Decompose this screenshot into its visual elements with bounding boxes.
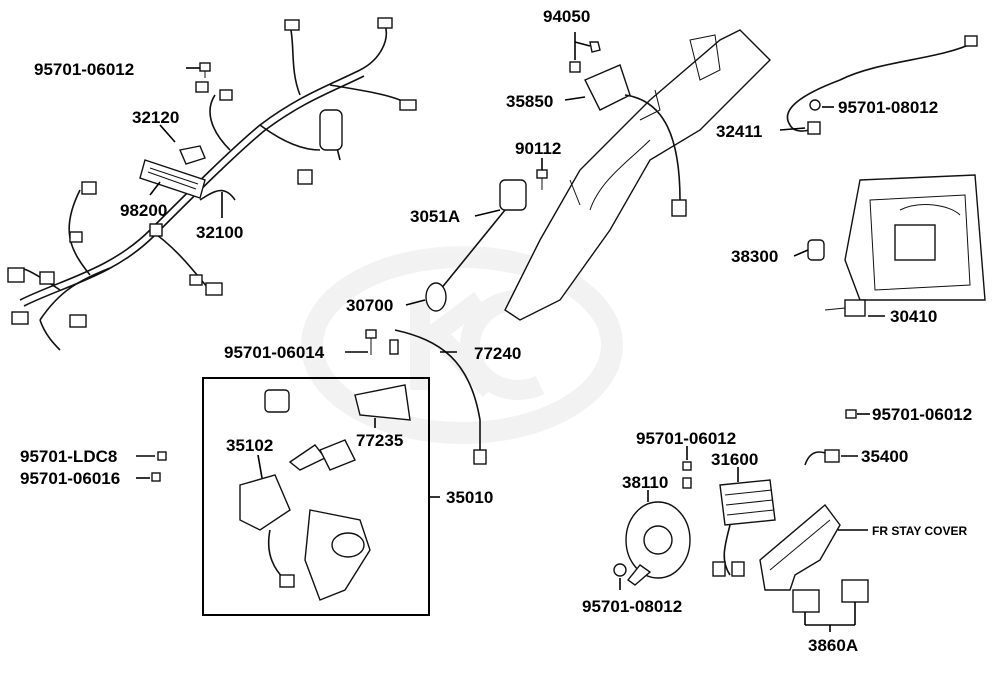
label-95701-06012-mid: 95701-06012 xyxy=(636,429,736,448)
label-38110: 38110 xyxy=(622,473,668,492)
label-30700: 30700 xyxy=(346,296,393,315)
label-32100: 32100 xyxy=(196,223,243,242)
label-90112: 90112 xyxy=(515,139,561,158)
part-95701-08012-bolt-bottom xyxy=(613,563,627,577)
label-30410: 30410 xyxy=(890,307,937,326)
label-35010: 35010 xyxy=(446,488,493,507)
part-95701-06012-bolt-mid xyxy=(682,461,692,489)
label-31600: 31600 xyxy=(711,450,758,469)
part-38110-horn xyxy=(625,501,691,586)
part-90112-bolt xyxy=(536,169,548,190)
part-bolt-top xyxy=(199,62,211,78)
part-3860a-relays xyxy=(792,579,869,613)
label-35102: 35102 xyxy=(226,436,273,455)
part-95701-06014-bolt xyxy=(365,329,399,355)
label-35400: 35400 xyxy=(861,447,908,466)
part-32411-wire xyxy=(786,35,978,135)
label-77235: 77235 xyxy=(356,431,403,450)
part-98200-cable-strip xyxy=(139,159,206,199)
lock-set-box xyxy=(202,377,430,616)
label-32120: 32120 xyxy=(132,108,179,127)
leader-lines xyxy=(136,32,885,632)
part-94050-nut xyxy=(569,41,601,73)
label-3860a: 3860A xyxy=(808,636,858,655)
label-77240: 77240 xyxy=(474,344,521,363)
label-95701-08012-right: 95701-08012 xyxy=(838,98,938,117)
part-31600-regulator xyxy=(712,479,776,577)
label-95701-06014: 95701-06014 xyxy=(224,343,325,362)
label-fr-stay-cover: FR STAY COVER xyxy=(872,524,967,538)
label-95701-ldc8: 95701-LDC8 xyxy=(20,447,117,466)
label-94050: 94050 xyxy=(543,7,590,26)
part-30410-relay xyxy=(824,299,866,317)
part-38300 xyxy=(807,239,825,261)
label-32411: 32411 xyxy=(716,122,762,141)
label-38300: 38300 xyxy=(731,247,778,266)
label-95701-06016: 95701-06016 xyxy=(20,469,120,488)
label-98200: 98200 xyxy=(120,201,167,220)
label-95701-06012-right: 95701-06012 xyxy=(872,405,972,424)
label-95701-06012-top: 95701-06012 xyxy=(34,60,134,79)
part-3051a-sensor xyxy=(439,179,527,291)
label-95701-08012-bottom: 95701-08012 xyxy=(582,597,682,616)
frame-tube xyxy=(504,29,771,321)
fr-stay-cover-bracket xyxy=(759,503,841,591)
part-95701-06012-bolt-right xyxy=(845,409,857,419)
label-3051a: 3051A xyxy=(410,207,460,226)
part-35850-switch xyxy=(584,64,687,217)
part-32120-relay-holder xyxy=(179,145,206,165)
part-bolts-left xyxy=(151,451,167,482)
part-77240-cable xyxy=(394,329,487,465)
part-30700-cap xyxy=(425,282,447,312)
wire-harness xyxy=(7,17,417,351)
part-95701-08012-bolt-right xyxy=(809,99,821,111)
label-35850: 35850 xyxy=(506,92,553,111)
battery-box xyxy=(844,174,986,301)
part-35400 xyxy=(804,449,840,466)
